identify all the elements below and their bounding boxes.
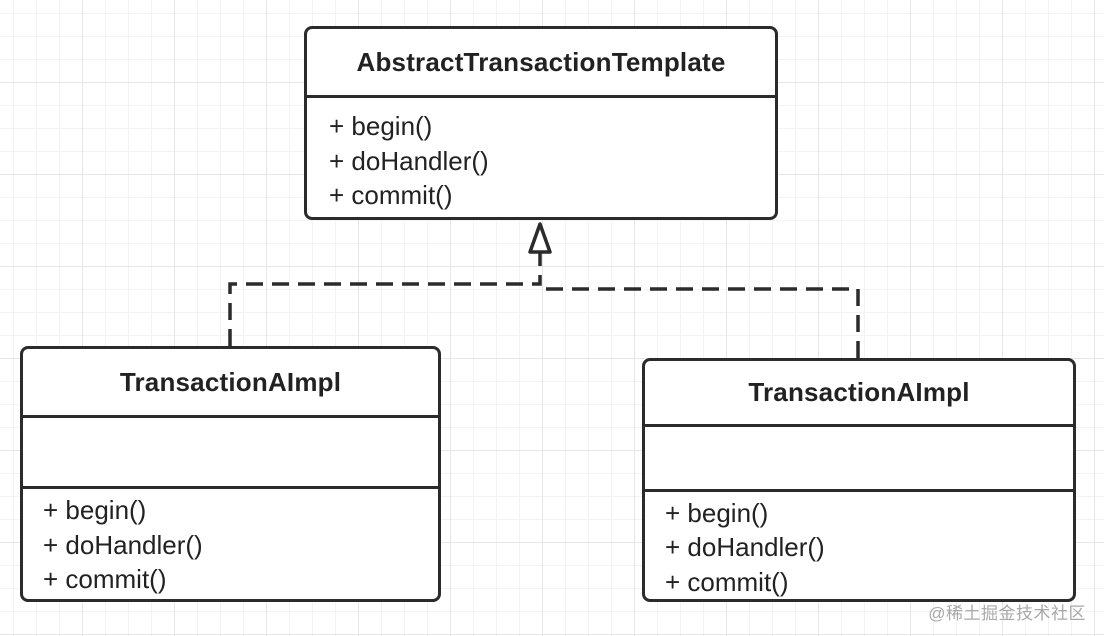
methods-section: + begin() + doHandler() + commit()	[645, 492, 1073, 600]
fields-section	[23, 418, 438, 489]
methods-section: + begin() + doHandler() + commit()	[307, 98, 775, 213]
class-transaction-a-impl-right[interactable]: TransactionAImpl + begin() + doHandler()…	[642, 358, 1076, 602]
watermark: @稀土掘金技术社区	[928, 604, 1086, 623]
method-do-handler: + doHandler()	[329, 145, 489, 176]
class-name: TransactionAImpl	[23, 349, 438, 418]
realization-arrowhead	[528, 222, 552, 254]
method-begin: + begin()	[665, 497, 769, 528]
method-commit: + commit()	[665, 566, 789, 597]
class-transaction-a-impl-left[interactable]: TransactionAImpl + begin() + doHandler()…	[20, 346, 441, 602]
method-do-handler: + doHandler()	[665, 532, 825, 562]
class-name: TransactionAImpl	[645, 361, 1073, 428]
method-commit: + commit()	[43, 564, 167, 594]
method-commit: + commit()	[329, 180, 453, 210]
realization-line-left	[228, 250, 542, 346]
class-name: AbstractTransactionTemplate	[307, 29, 775, 98]
methods-section: + begin() + doHandler() + commit()	[23, 489, 438, 597]
class-abstract-transaction-template[interactable]: AbstractTransactionTemplate + begin() + …	[304, 26, 778, 220]
method-do-handler: + doHandler()	[43, 529, 203, 560]
realization-line-right	[540, 287, 860, 358]
method-begin: + begin()	[43, 495, 147, 525]
fields-section	[645, 427, 1073, 492]
method-begin: + begin()	[329, 111, 433, 141]
